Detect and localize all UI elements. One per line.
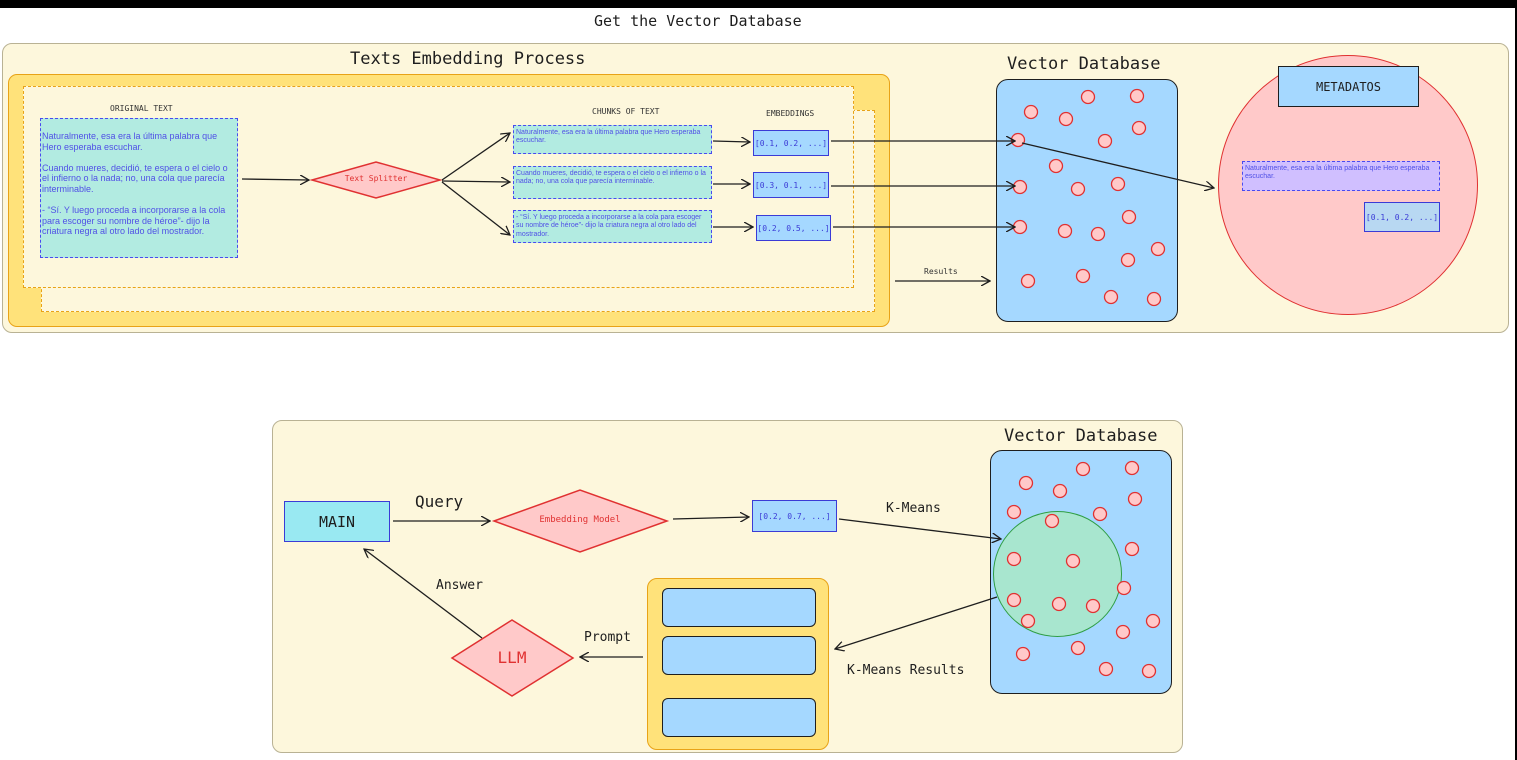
vector-db-bottom-point xyxy=(1085,598,1101,614)
vector-db-bottom-point xyxy=(1145,613,1161,629)
result-slot-1 xyxy=(662,588,816,627)
result-slot-2 xyxy=(662,636,816,675)
chunk-box-3: - “Sí. Y luego proceda a incorporarse a … xyxy=(513,210,712,243)
llm-diamond xyxy=(450,619,575,697)
embeddings-label: EMBEDDINGS xyxy=(766,109,815,118)
diagram-canvas: Get the Vector Database Texts Embedding … xyxy=(0,8,1515,760)
chunks-label: CHUNKS OF TEXT xyxy=(592,107,660,116)
vector-db-top-point xyxy=(1131,120,1147,136)
vector-db-top-title: Vector Database xyxy=(1007,54,1161,74)
kmeans-results-label: K-Means Results xyxy=(847,663,965,678)
arrow-chunk-1-to-embedding xyxy=(712,141,750,142)
arrow-splitter-to-chunk-2 xyxy=(441,181,510,182)
vector-db-top-point xyxy=(1150,241,1166,257)
vector-db-bottom-point xyxy=(1070,640,1086,656)
diagram-graphics xyxy=(241,88,1515,697)
kmeans-label: K-Means xyxy=(886,501,941,516)
metadata-header: METADATOS xyxy=(1278,66,1419,107)
original-text-label: ORIGINAL TEXT xyxy=(110,104,173,113)
vector-db-bottom-point xyxy=(1124,541,1140,557)
vector-points-bottom xyxy=(1006,460,1161,679)
vector-db-bottom-point xyxy=(1044,513,1060,529)
vector-db-bottom-point xyxy=(1092,506,1108,522)
arrow-cluster-to-results xyxy=(835,596,998,649)
vector-db-bottom-point xyxy=(1006,504,1022,520)
vector-db-top-point xyxy=(1058,111,1074,127)
text-splitter-label: Text Splitter xyxy=(344,174,408,183)
vector-db-bottom-point xyxy=(1098,661,1114,677)
arrow-splitter-to-chunk-1 xyxy=(441,133,510,181)
vector-db-top-point xyxy=(1097,133,1113,149)
vector-db-top-point xyxy=(1090,226,1106,242)
vector-db-bottom-point xyxy=(1015,646,1031,662)
vector-db-bottom-point xyxy=(1006,551,1022,567)
chunk-box-1: Naturalmente, esa era la última palabra … xyxy=(513,125,712,154)
query-label: Query xyxy=(415,492,464,511)
vector-db-top-point xyxy=(1048,158,1064,174)
embedding-box-3: [0.2, 0.5, ...] xyxy=(756,215,831,241)
results-label: Results xyxy=(924,267,958,276)
vector-db-bottom-point xyxy=(1052,483,1068,499)
embedding-box-2: [0.3, 0.1, ...] xyxy=(753,172,829,198)
arrow-splitter-to-chunk-3 xyxy=(441,181,510,235)
vector-db-bottom-point xyxy=(1051,596,1067,612)
vector-db-bottom-point xyxy=(1124,460,1140,476)
vector-db-top-point xyxy=(1075,268,1091,284)
text-splitter-diamond xyxy=(309,161,443,199)
prompt-label: Prompt xyxy=(584,630,631,645)
vector-db-top-point xyxy=(1080,89,1096,105)
vector-db-top-point xyxy=(1057,223,1073,239)
answer-label: Answer xyxy=(436,578,483,593)
vector-db-bottom-point xyxy=(1075,461,1091,477)
embedding-model-label: Embedding Model xyxy=(539,515,621,525)
vector-db-top-point xyxy=(1012,219,1028,235)
embedding-process-title: Texts Embedding Process xyxy=(350,49,586,69)
arrow-query-embedding-to-db xyxy=(838,518,1001,539)
vector-db-top-point xyxy=(1129,88,1145,104)
arrow-original-to-splitter xyxy=(241,179,309,180)
vector-db-bottom-point xyxy=(1116,580,1132,596)
vector-db-top-point xyxy=(1012,179,1028,195)
vector-db-bottom-title: Vector Database xyxy=(1004,426,1158,446)
vector-db-bottom-point xyxy=(1065,553,1081,569)
kmeans-cluster xyxy=(993,511,1122,637)
chunk-box-2: Cuando mueres, decidió, te espera o el c… xyxy=(513,166,712,199)
vector-points-top xyxy=(1010,88,1166,307)
query-embedding-box: [0.2, 0.7, ...] xyxy=(752,500,837,532)
vector-db-bottom-point xyxy=(1006,592,1022,608)
main-label: MAIN xyxy=(318,512,356,531)
embedding-box-1: [0.1, 0.2, ...] xyxy=(753,130,829,156)
vector-db-top-point xyxy=(1010,132,1026,148)
vector-db-top-point xyxy=(1023,104,1039,120)
llm-label: LLM xyxy=(497,648,527,667)
vector-db-bottom-point xyxy=(1127,491,1143,507)
vector-db-top-point xyxy=(1103,289,1119,305)
vector-db-bottom-point xyxy=(1018,475,1034,491)
vector-db-top-point xyxy=(1110,176,1126,192)
vector-db-top-point xyxy=(1146,291,1162,307)
result-slot-3 xyxy=(662,698,816,737)
original-text-box: Naturalmente, esa era la última palabra … xyxy=(40,118,238,258)
vector-db-top-point xyxy=(1020,273,1036,289)
arrow-llm-to-main xyxy=(364,549,483,639)
vector-db-top-point xyxy=(1120,252,1136,268)
embedding-model-diamond xyxy=(491,489,670,553)
arrow-point-to-metadata xyxy=(1021,142,1214,188)
vector-db-bottom-point xyxy=(1141,663,1157,679)
vector-db-top-point xyxy=(1121,209,1137,225)
metadata-text-box: Naturalmente, esa era la última palabra … xyxy=(1242,161,1440,191)
main-box[interactable]: MAIN xyxy=(284,501,390,542)
vector-db-bottom-point xyxy=(1115,624,1131,640)
vector-db-bottom-point xyxy=(1020,613,1036,629)
metadata-embedding-box: [0.1, 0.2, ...] xyxy=(1364,202,1440,232)
vector-db-top-point xyxy=(1070,181,1086,197)
diagram-title: Get the Vector Database xyxy=(594,12,802,30)
arrow-model-to-query-embedding xyxy=(672,517,749,519)
